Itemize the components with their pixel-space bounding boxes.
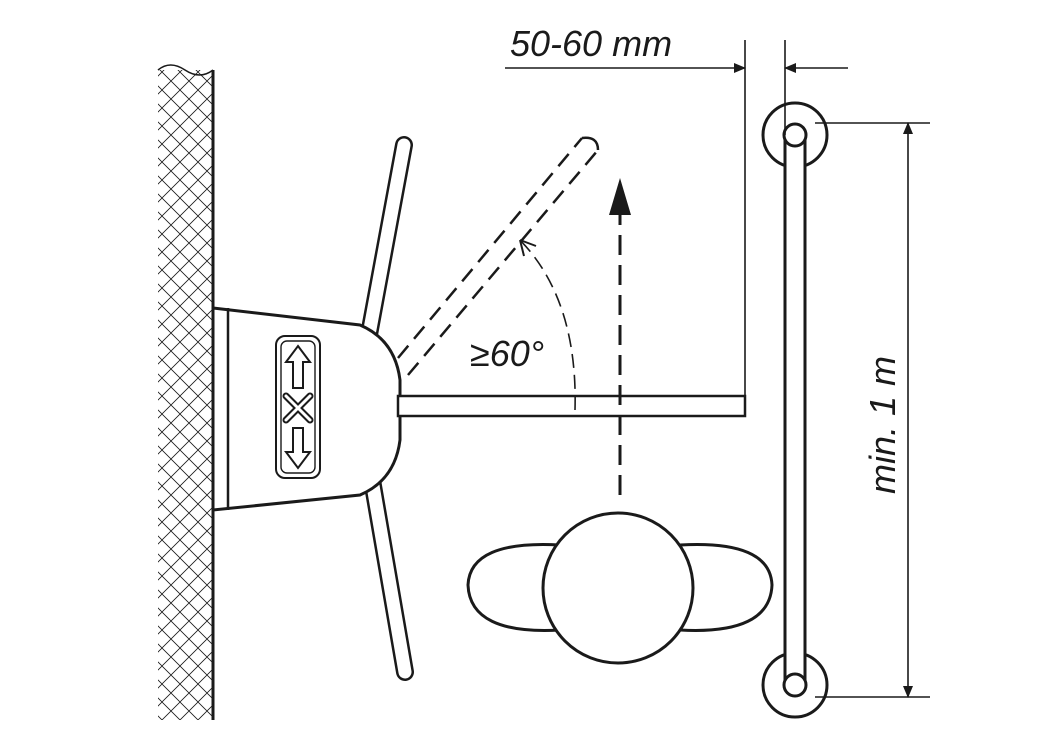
rotated-arm-outline — [397, 136, 600, 376]
person-top-view — [466, 511, 774, 665]
handrail — [761, 101, 829, 719]
wall — [157, 64, 215, 720]
angle-arc — [519, 239, 576, 411]
barrier-arm — [396, 394, 747, 418]
arrow-up-icon — [284, 344, 312, 389]
turnstile-housing — [211, 306, 402, 512]
passage-direction-arrow — [609, 178, 631, 495]
gap-dimension — [505, 40, 848, 396]
arrow-down-icon — [284, 427, 312, 470]
tripod-arms — [359, 136, 414, 681]
passage-length-dimension — [815, 122, 930, 698]
angle-label: ≥60° — [470, 333, 544, 374]
passage-length-label: min. 1 m — [862, 356, 903, 494]
gap-label: 50-60 mm — [510, 23, 672, 64]
cross-icon — [282, 392, 314, 424]
